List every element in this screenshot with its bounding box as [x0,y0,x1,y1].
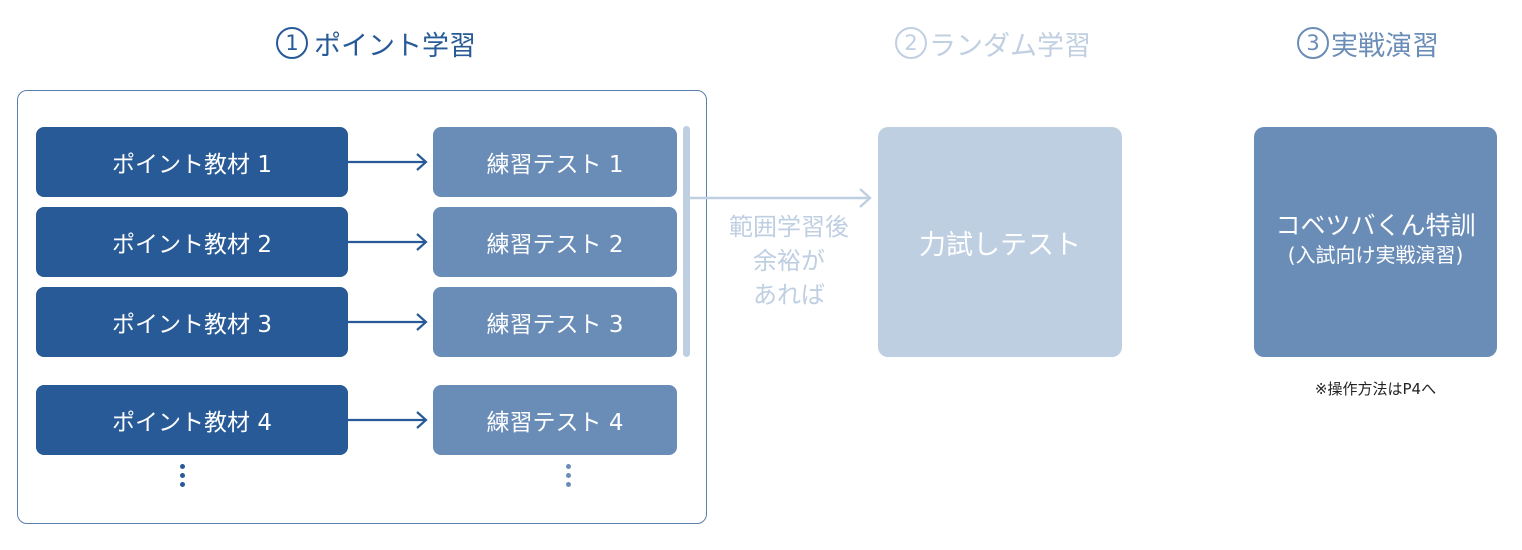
point-material-4[interactable]: ポイント教材 4 [36,385,348,455]
trial-test-box[interactable]: 力試しテスト [878,127,1122,357]
practice-test-3-label: 練習テスト 3 [486,312,624,338]
step-3-title: 3 実戦演習 [1297,18,1439,68]
more-materials-ellipsis-icon [180,464,186,490]
practice-test-4-label: 練習テスト 4 [486,410,624,436]
step-3-number: 3 [1297,27,1329,59]
step-1-number: 1 [276,27,308,59]
practice-test-2-label: 練習テスト 2 [486,232,624,258]
practice-test-1[interactable]: 練習テスト 1 [433,127,677,197]
point-material-3-label: ポイント教材 3 [112,312,272,338]
tests-bracket-bar [683,126,690,357]
arrow-icon [348,411,428,429]
step-3-label: 実戦演習 [1331,30,1439,62]
operation-note: ※操作方法はP4へ [1314,380,1437,398]
more-tests-ellipsis-icon [566,464,572,490]
special-training-title: コベツバくん特訓 [1275,211,1476,240]
condition-line-2: 余裕が [753,247,825,275]
step-2-number: 2 [895,27,927,59]
practice-test-1-label: 練習テスト 1 [486,152,624,178]
arrow-icon [348,233,428,251]
condition-line-1: 範囲学習後 [729,213,849,241]
step-1-title: 1 ポイント学習 [276,18,476,68]
step-1-label: ポイント学習 [314,30,476,62]
practice-test-2[interactable]: 練習テスト 2 [433,207,677,277]
trial-test-label: 力試しテスト [919,229,1081,261]
point-material-3[interactable]: ポイント教材 3 [36,287,348,357]
point-learning-group [17,90,707,524]
point-material-4-label: ポイント教材 4 [112,410,272,436]
arrow-icon [348,153,428,171]
condition-label: 範囲学習後 余裕が あれば [714,210,864,312]
conditional-arrow-icon [690,188,872,208]
special-training-subtitle: (入試向け実戦演習) [1287,243,1464,267]
practice-test-4[interactable]: 練習テスト 4 [433,385,677,455]
point-material-1-label: ポイント教材 1 [112,152,272,178]
point-material-2-label: ポイント教材 2 [112,232,272,258]
point-material-1[interactable]: ポイント教材 1 [36,127,348,197]
step-2-label: ランダム学習 [929,30,1091,62]
point-material-2[interactable]: ポイント教材 2 [36,207,348,277]
practice-test-3[interactable]: 練習テスト 3 [433,287,677,357]
special-training-box[interactable]: コベツバくん特訓 (入試向け実戦演習) [1254,127,1497,357]
step-2-title: 2 ランダム学習 [895,18,1091,68]
arrow-icon [348,313,428,331]
condition-line-3: あれば [753,281,825,309]
